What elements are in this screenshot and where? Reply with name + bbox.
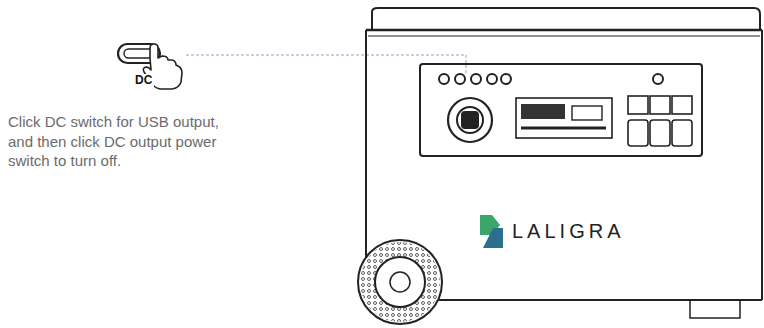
button-label: DC bbox=[133, 74, 154, 88]
logo-mark bbox=[480, 215, 503, 248]
brand-logo: LALIGRA bbox=[512, 220, 672, 243]
dc-button-icon bbox=[118, 44, 182, 89]
instruction-text: Click DC switch for USB output, and then… bbox=[8, 112, 233, 171]
wheel bbox=[358, 240, 442, 324]
